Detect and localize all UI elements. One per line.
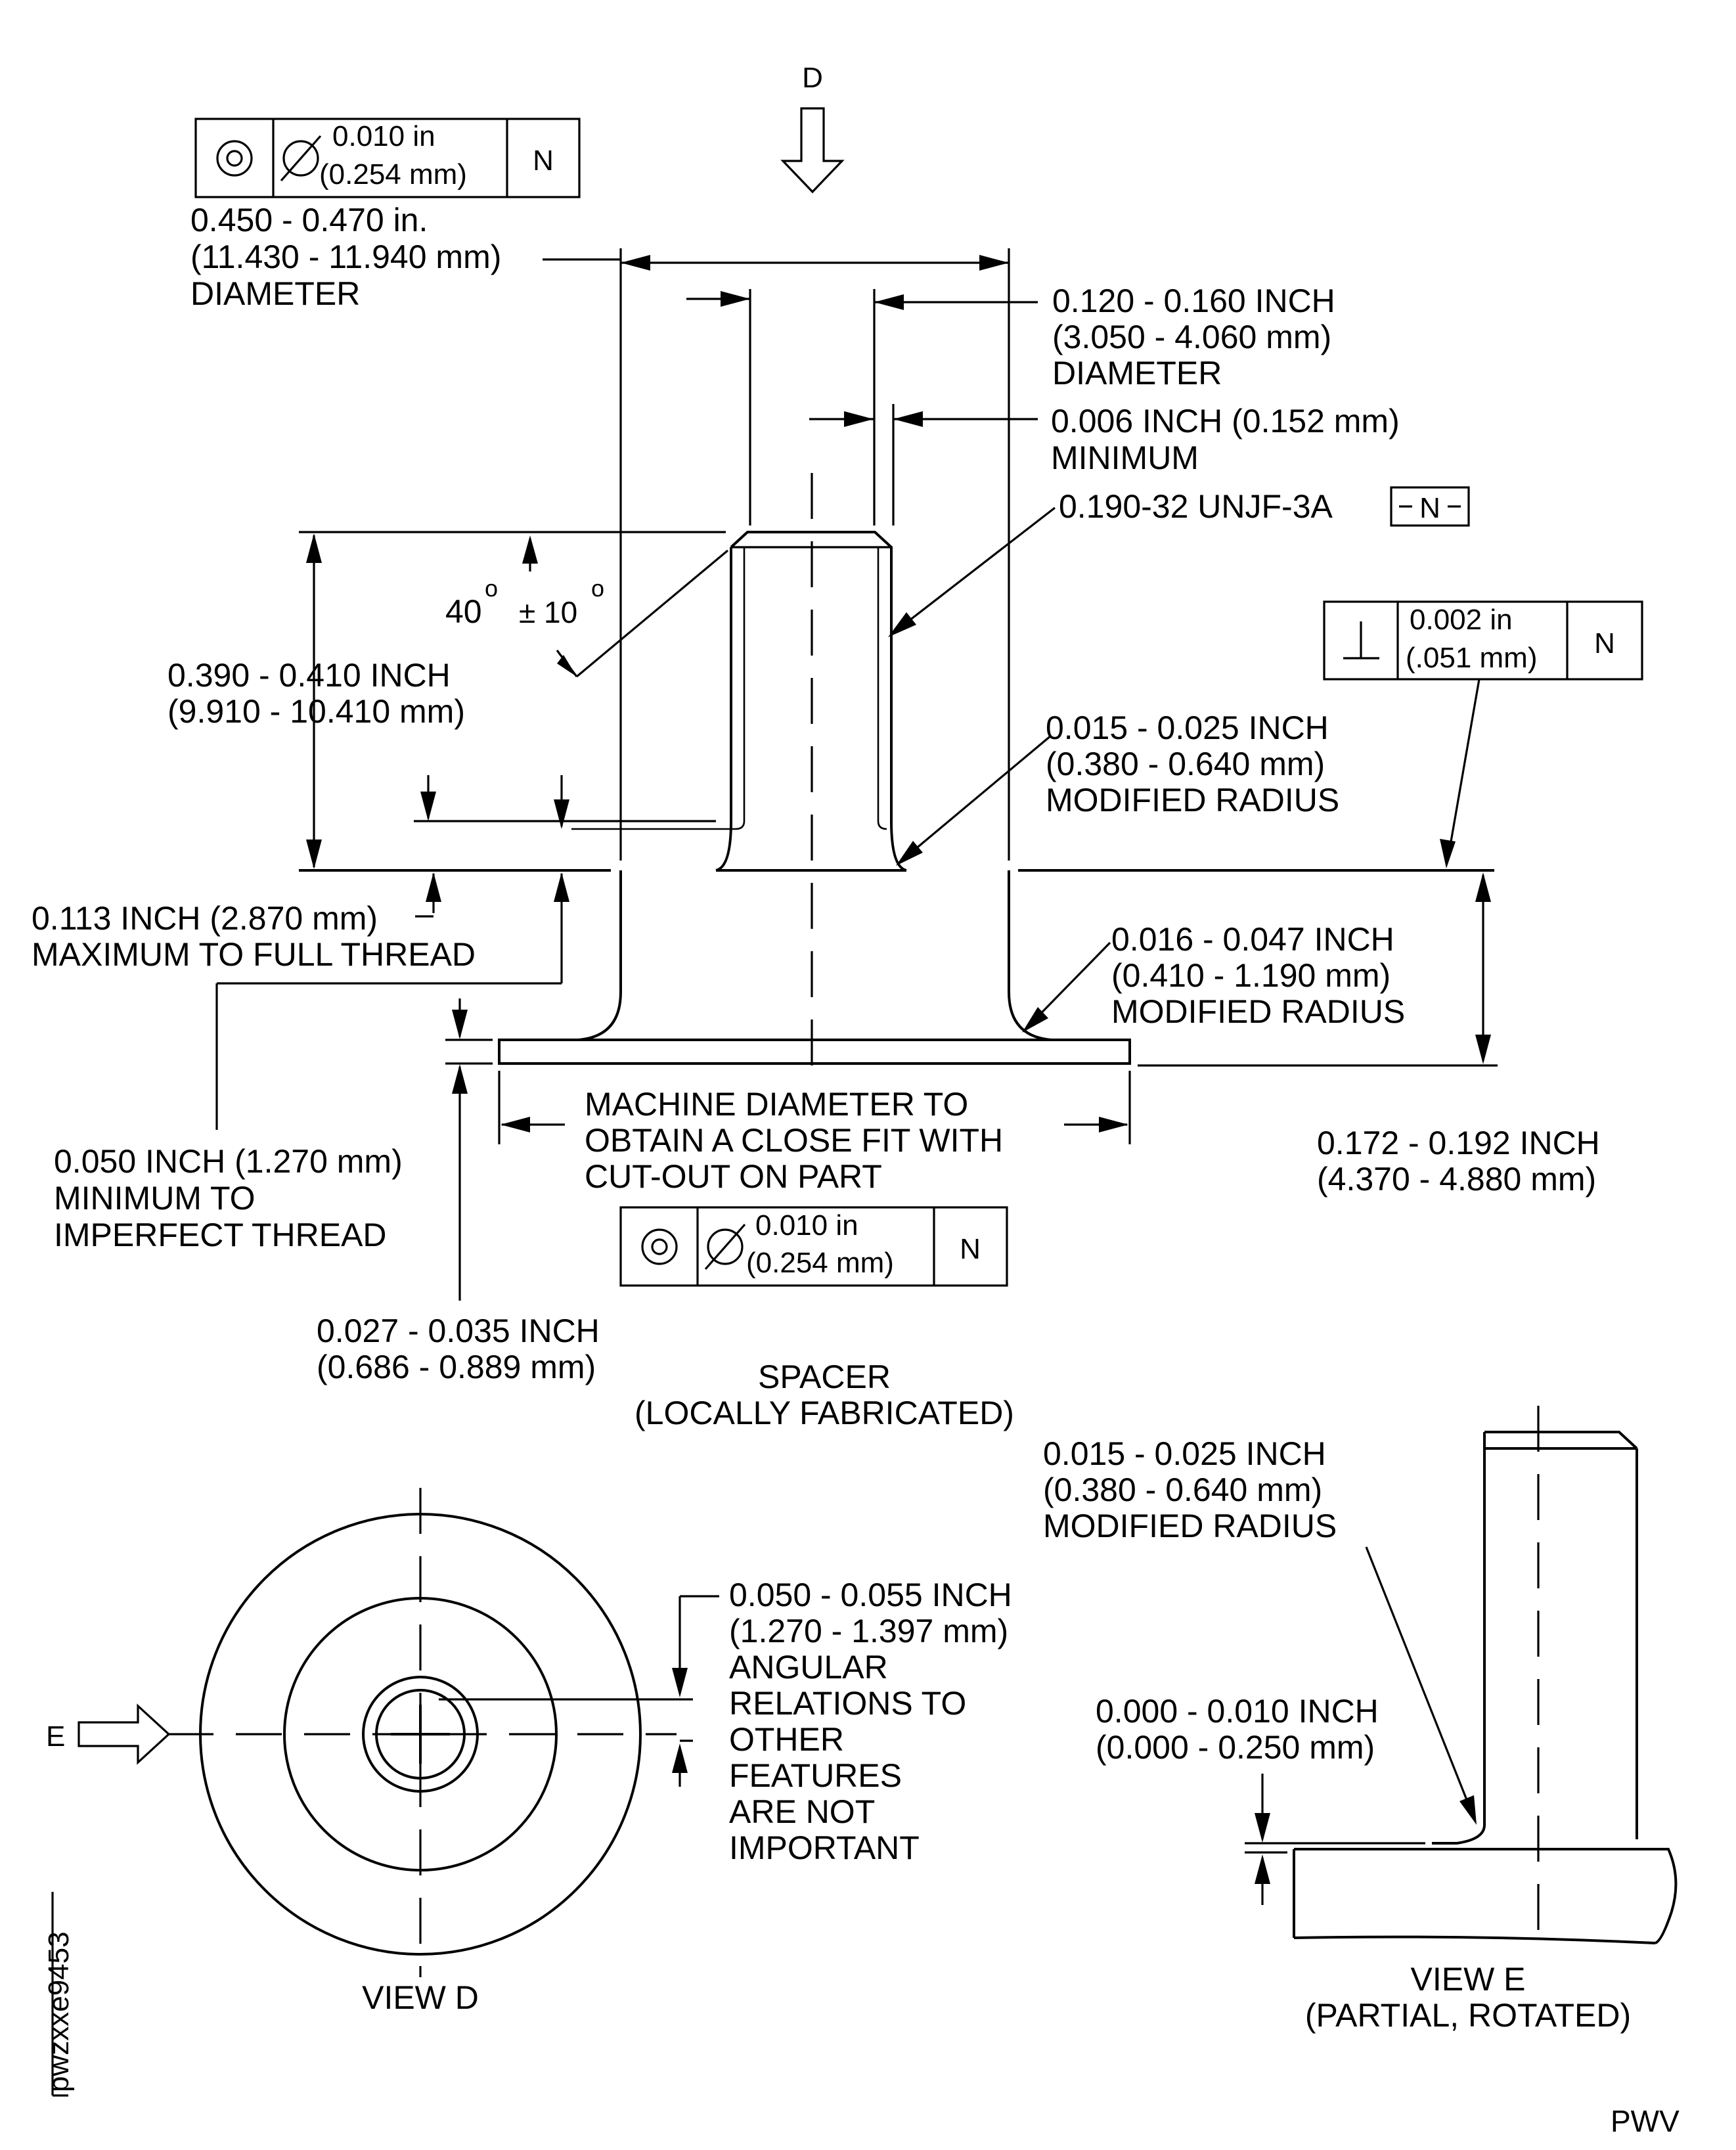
figure-id: pwzxxe9453 <box>43 1892 75 2097</box>
svg-text:(11.430 - 11.940 mm): (11.430 - 11.940 mm) <box>190 238 501 275</box>
svg-text:o: o <box>485 575 498 602</box>
dim-chamfer-angle: 40 o ± 10 o <box>445 535 729 678</box>
svg-text:OBTAIN A CLOSE FIT WITH: OBTAIN A CLOSE FIT WITH <box>585 1122 1003 1159</box>
corner-code: PWV <box>1611 2104 1680 2138</box>
svg-text:N: N <box>960 1233 981 1265</box>
svg-text:(.051 mm): (.051 mm) <box>1406 642 1537 674</box>
svg-text:MODIFIED RADIUS: MODIFIED RADIUS <box>1043 1508 1337 1544</box>
svg-text:0.390 - 0.410 INCH: 0.390 - 0.410 INCH <box>167 657 451 694</box>
svg-text:MAXIMUM TO FULL THREAD: MAXIMUM TO FULL THREAD <box>32 936 476 973</box>
dim-flange-thickness: 0.027 - 0.035 INCH (0.686 - 0.889 mm) <box>317 998 600 1385</box>
svg-text:(PARTIAL, ROTATED): (PARTIAL, ROTATED) <box>1305 1997 1631 2034</box>
svg-text:0.015 - 0.025 INCH: 0.015 - 0.025 INCH <box>1046 709 1329 746</box>
svg-text:IMPERFECT THREAD: IMPERFECT THREAD <box>54 1217 387 1253</box>
svg-text:(1.270 - 1.397 mm): (1.270 - 1.397 mm) <box>729 1613 1008 1649</box>
svg-text:MINIMUM: MINIMUM <box>1051 439 1199 476</box>
dim-radius-top: 0.015 - 0.025 INCH (0.380 - 0.640 mm) MO… <box>896 709 1339 866</box>
svg-text:OTHER: OTHER <box>729 1721 844 1758</box>
svg-text:0.172 - 0.192 INCH: 0.172 - 0.192 INCH <box>1317 1125 1600 1161</box>
fcf-concentricity-top: 0.010 in (0.254 mm) N <box>194 118 581 198</box>
svg-text:ANGULAR: ANGULAR <box>729 1649 888 1686</box>
svg-text:0.027 - 0.035 INCH: 0.027 - 0.035 INCH <box>317 1312 600 1349</box>
right-arrow-icon <box>78 1703 171 1765</box>
concentricity-icon <box>641 1228 678 1265</box>
svg-text:(LOCALLY FABRICATED): (LOCALLY FABRICATED) <box>634 1395 1014 1431</box>
svg-text:FEATURES: FEATURES <box>729 1757 902 1794</box>
svg-text:E: E <box>46 1720 65 1753</box>
svg-text:IMPORTANT: IMPORTANT <box>729 1829 920 1866</box>
svg-text:VIEW D: VIEW D <box>362 1979 479 2016</box>
svg-text:o: o <box>591 575 604 602</box>
svg-text:0.015 - 0.025 INCH: 0.015 - 0.025 INCH <box>1043 1435 1326 1472</box>
svg-text:(0.254 mm): (0.254 mm) <box>746 1247 894 1279</box>
drawing-title: SPACER (LOCALLY FABRICATED) <box>634 1358 1014 1431</box>
svg-text:CUT-OUT ON PART: CUT-OUT ON PART <box>585 1158 882 1195</box>
fcf-top-tolerance: 0.010 in <box>332 120 435 152</box>
svg-text:0.010 in: 0.010 in <box>755 1209 858 1242</box>
fcf-top-datum: N <box>533 145 554 177</box>
dim-thread: 0.190-32 UNJF-3A N <box>888 486 1470 637</box>
svg-text:40: 40 <box>445 593 482 630</box>
svg-text:pwzxxe9453: pwzxxe9453 <box>43 1931 75 2092</box>
fcf-top-tolerance-mm: (0.254 mm) <box>319 158 467 190</box>
svg-text:MODIFIED RADIUS: MODIFIED RADIUS <box>1046 782 1339 818</box>
diameter-symbol-icon <box>707 1228 744 1265</box>
svg-text:(0.380 - 0.640 mm): (0.380 - 0.640 mm) <box>1046 746 1325 782</box>
svg-text:MODIFIED RADIUS: MODIFIED RADIUS <box>1111 993 1405 1030</box>
view-d-arrow: D <box>780 62 845 194</box>
dim-length: 0.390 - 0.410 INCH (9.910 - 10.410 mm) <box>167 531 726 869</box>
down-arrow-icon <box>780 107 845 194</box>
svg-text:0.006 INCH (0.152 mm): 0.006 INCH (0.152 mm) <box>1051 403 1400 439</box>
svg-text:MINIMUM TO: MINIMUM TO <box>54 1180 255 1217</box>
dim-full-thread: 0.113 INCH (2.870 mm) MAXIMUM TO FULL TH… <box>32 775 716 1253</box>
svg-text:(4.370 - 4.880 mm): (4.370 - 4.880 mm) <box>1317 1161 1596 1198</box>
svg-text:DIAMETER: DIAMETER <box>190 275 360 312</box>
dim-flange-diameter: 0.450 - 0.470 in. (11.430 - 11.940 mm) D… <box>190 202 1009 312</box>
svg-text:0.120 - 0.160 INCH: 0.120 - 0.160 INCH <box>1052 282 1335 319</box>
svg-text:(9.910 - 10.410 mm): (9.910 - 10.410 mm) <box>167 693 465 730</box>
diameter-symbol-icon <box>282 140 319 177</box>
svg-text:MACHINE DIAMETER TO: MACHINE DIAMETER TO <box>585 1086 968 1123</box>
svg-text:(3.050 - 4.060 mm): (3.050 - 4.060 mm) <box>1052 319 1331 355</box>
svg-text:N: N <box>1419 492 1440 524</box>
svg-text:(0.410 - 1.190 mm): (0.410 - 1.190 mm) <box>1111 957 1391 994</box>
dim-radius-base: 0.016 - 0.047 INCH (0.410 - 1.190 mm) MO… <box>1022 921 1405 1033</box>
svg-text:0.000 - 0.010 INCH: 0.000 - 0.010 INCH <box>1096 1693 1379 1730</box>
svg-text:RELATIONS TO: RELATIONS TO <box>729 1685 966 1722</box>
dim-height: 0.172 - 0.192 INCH (4.370 - 4.880 mm) <box>1138 872 1600 1198</box>
svg-text:(0.380 - 0.640 mm): (0.380 - 0.640 mm) <box>1043 1471 1322 1508</box>
svg-text:DIAMETER: DIAMETER <box>1052 355 1222 392</box>
svg-text:0.190-32 UNJF-3A: 0.190-32 UNJF-3A <box>1059 488 1333 525</box>
view-d: VIEW D E <box>46 1488 693 2016</box>
svg-text:SPACER: SPACER <box>758 1358 891 1395</box>
fcf-concentricity-bottom: 0.010 in (0.254 mm) N <box>619 1206 1008 1287</box>
svg-text:VIEW E: VIEW E <box>1410 1961 1525 1998</box>
svg-text:0.016 - 0.047 INCH: 0.016 - 0.047 INCH <box>1111 921 1394 958</box>
svg-text:0.450 - 0.470 in.: 0.450 - 0.470 in. <box>190 202 428 238</box>
fcf-perpendicularity: 0.002 in (.051 mm) N <box>1323 600 1643 868</box>
concentricity-icon <box>216 140 253 177</box>
dim-angular: 0.050 - 0.055 INCH (1.270 - 1.397 mm) AN… <box>672 1577 1012 1866</box>
svg-text:0.050 INCH (1.270 mm): 0.050 INCH (1.270 mm) <box>54 1143 403 1180</box>
svg-text:(0.686 - 0.889 mm): (0.686 - 0.889 mm) <box>317 1349 596 1385</box>
view-e: 0.000 - 0.010 INCH (0.000 - 0.250 mm) 0.… <box>1043 1406 1678 2034</box>
svg-text:0.002 in: 0.002 in <box>1410 604 1513 636</box>
svg-text:ARE NOT: ARE NOT <box>729 1793 875 1830</box>
spacer-profile <box>299 248 1494 1084</box>
dim-machine-diameter: MACHINE DIAMETER TO OBTAIN A CLOSE FIT W… <box>498 1071 1131 1195</box>
view-d-arrow-label: D <box>802 62 823 94</box>
svg-text:0.113 INCH (2.870 mm): 0.113 INCH (2.870 mm) <box>32 900 378 937</box>
svg-text:N: N <box>1594 627 1615 660</box>
svg-text:0.050 - 0.055 INCH: 0.050 - 0.055 INCH <box>729 1577 1012 1613</box>
svg-text:± 10: ± 10 <box>519 595 577 629</box>
dim-min-wall: 0.006 INCH (0.152 mm) MINIMUM <box>809 403 1400 476</box>
svg-text:(0.000 - 0.250 mm): (0.000 - 0.250 mm) <box>1096 1729 1375 1766</box>
dim-shank-diameter: 0.120 - 0.160 INCH (3.050 - 4.060 mm) DI… <box>686 282 1335 392</box>
